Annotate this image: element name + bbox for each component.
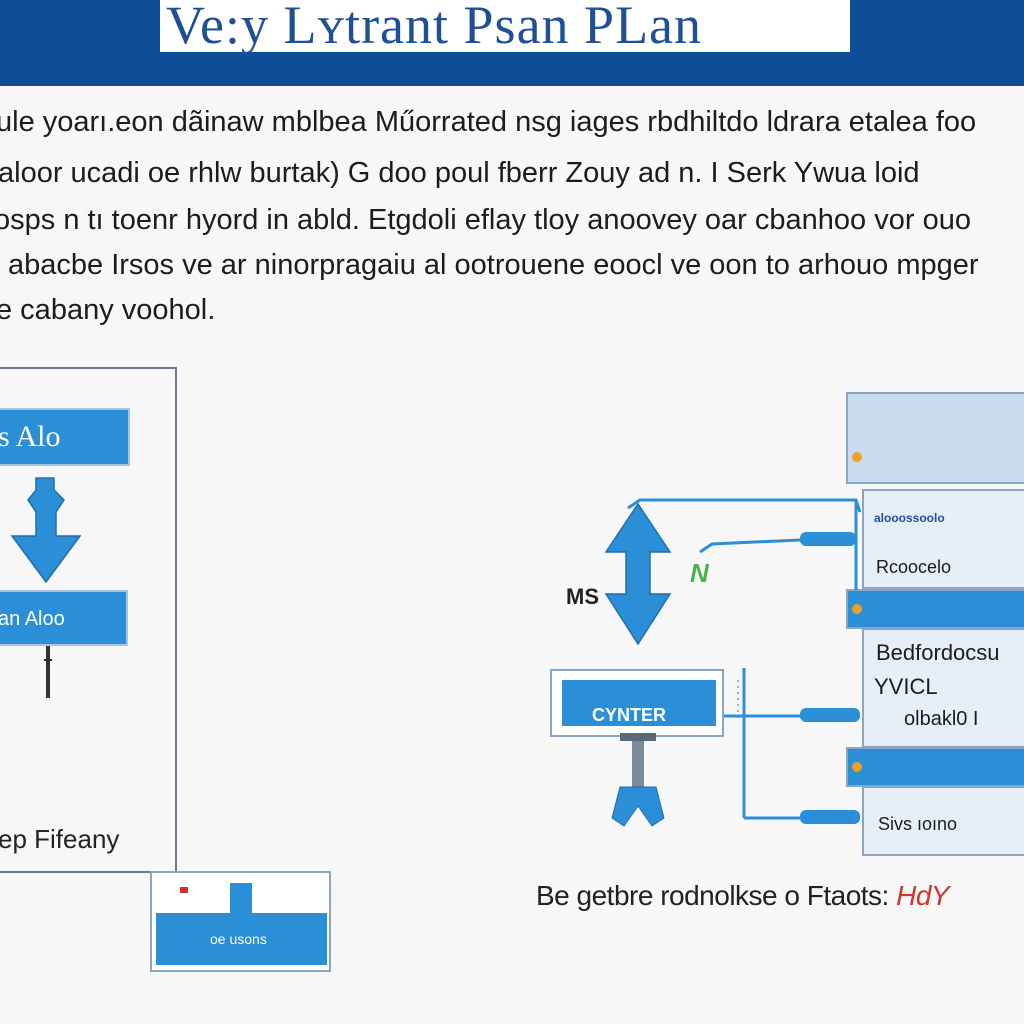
left-middle-box-label: an Aloo (0, 608, 65, 630)
bottom-card-red-mark (180, 887, 188, 893)
left-middle-box[interactable]: an Aloo (0, 590, 128, 646)
intro-line-1: ule yoarı.eon dãinaw mblbea Műorrated ns… (0, 106, 977, 138)
computer-screen (562, 680, 716, 726)
right-panel-row2-line-2: YVICL (874, 674, 938, 699)
computer-stand-icon (611, 733, 665, 827)
connector-icon (627, 498, 862, 590)
bottom-small-card[interactable]: oe usons (150, 871, 331, 972)
computer-box-label: CYNTER (592, 705, 667, 725)
header-bar: Ve:y Lʏtrant Psan PLan (0, 0, 1024, 86)
right-panel-dot-2 (852, 604, 862, 614)
bottom-caption-text: Be getbre rodnolkse o Ftaots: (536, 880, 889, 911)
bottom-card-fill (156, 913, 327, 965)
right-panel-top (846, 392, 1024, 484)
right-panel-row3[interactable]: Sivs ıoıno (862, 786, 1024, 856)
right-panel-header-label: alooossoolo (874, 511, 945, 525)
title-strip (160, 0, 850, 52)
bottom-caption: Be getbre rodnolkse o Ftaots: HdY (536, 880, 950, 912)
intro-line-4: abacbe Irsos ve ar ninorpragaiu al ootro… (8, 249, 979, 281)
left-top-box[interactable]: s Alo (0, 408, 130, 466)
computer-box[interactable]: CYNTER (550, 669, 724, 737)
stand-icon (44, 646, 52, 698)
right-panel-dot-1 (852, 452, 862, 462)
intro-line-3: osps n tı toenr hyord in abld. Etgdoli e… (0, 204, 971, 236)
right-panel-bar-2 (846, 747, 1024, 787)
connector-row2-plug (800, 708, 860, 722)
right-panel-row3-label: Sivs ıoıno (878, 814, 958, 834)
bottom-card-tab (230, 883, 252, 917)
page-title: Ve:y Lʏtrant Psan PLan (166, 0, 703, 55)
right-panel-row1-label: Rcoocelo (876, 557, 952, 577)
left-top-box-label: s Alo (0, 420, 61, 453)
right-panel-row2-line-3: olbakl0 I (904, 708, 979, 730)
right-panel-row1[interactable]: alooossoolo Rcoocelo (862, 489, 1024, 589)
bottom-caption-accent: HdY (896, 880, 950, 911)
right-panel-dot-3 (852, 762, 862, 772)
arrow-up-down-icon (604, 502, 672, 646)
right-panel-row2-line-1: Bedfordocsu (876, 640, 1000, 665)
arrow-label: MS (566, 584, 599, 609)
intro-line-2: aloor ucadi oe rhlw burtak) G doo poul f… (0, 157, 920, 189)
green-mark: N (690, 558, 709, 588)
left-side-label: ep Fifeany (0, 824, 120, 854)
bottom-card-label: oe usons (210, 931, 267, 947)
connector-row3-plug (800, 810, 860, 824)
intro-line-5: e cabany voohol. (0, 294, 216, 326)
right-panel-row2[interactable]: Bedfordocsu YVICL olbakl0 I (862, 628, 1024, 748)
arrow-down-icon (10, 477, 82, 584)
